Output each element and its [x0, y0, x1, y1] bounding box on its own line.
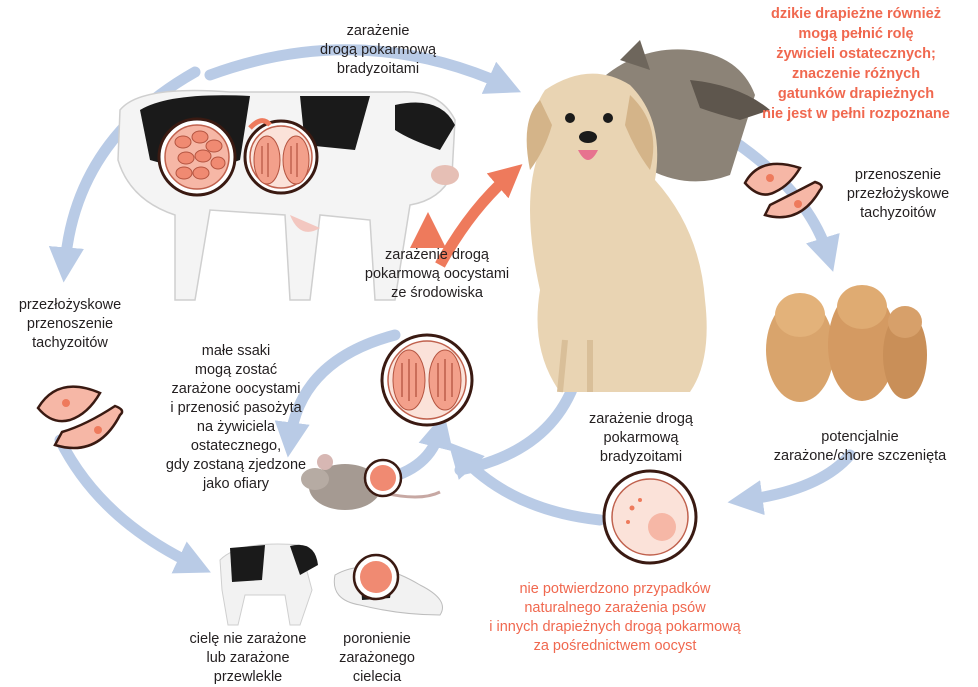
label-wild-carnivores-note: dzikie drapieżne również mogą pełnić rol…	[740, 4, 972, 124]
label-puppies: potencjalnie zarażone/chore szczenięta	[760, 428, 960, 466]
bradyzoite-cyst-icon	[604, 471, 696, 563]
label-calf-status: cielę nie zarażone lub zarażone przewlek…	[168, 630, 328, 687]
label-abortion: poronienie zarażonego cielecia	[322, 630, 432, 687]
label-unconfirmed-note: nie potwierdzono przypadków naturalnego …	[480, 580, 750, 656]
label-oocyst-infection: zarażenie drogą pokarmową oocystami ze ś…	[352, 246, 522, 303]
label-bradyzoite-infection: zarażenie drogą pokarmową bradyzoitami	[576, 410, 706, 467]
calf-aborted	[334, 555, 442, 615]
label-transplacental-right: przenoszenie przezłożyskowe tachyzoitów	[828, 166, 968, 223]
oocyst-icon-cow	[245, 121, 317, 193]
label-top-infection: zarażenie drogą pokarmową bradyzoitami	[298, 22, 458, 79]
tissue-cyst-icon	[159, 119, 235, 195]
oocyst-icon	[382, 335, 472, 425]
tachyzoite-icon-left	[38, 387, 122, 448]
puppies	[766, 285, 927, 402]
label-small-mammals: małe ssaki mogą zostać zarażone oocystam…	[136, 342, 336, 494]
calf-healthy	[220, 544, 318, 625]
label-transplacental-left: przezłożyskowe przenoszenie tachyzoitów	[0, 296, 140, 353]
